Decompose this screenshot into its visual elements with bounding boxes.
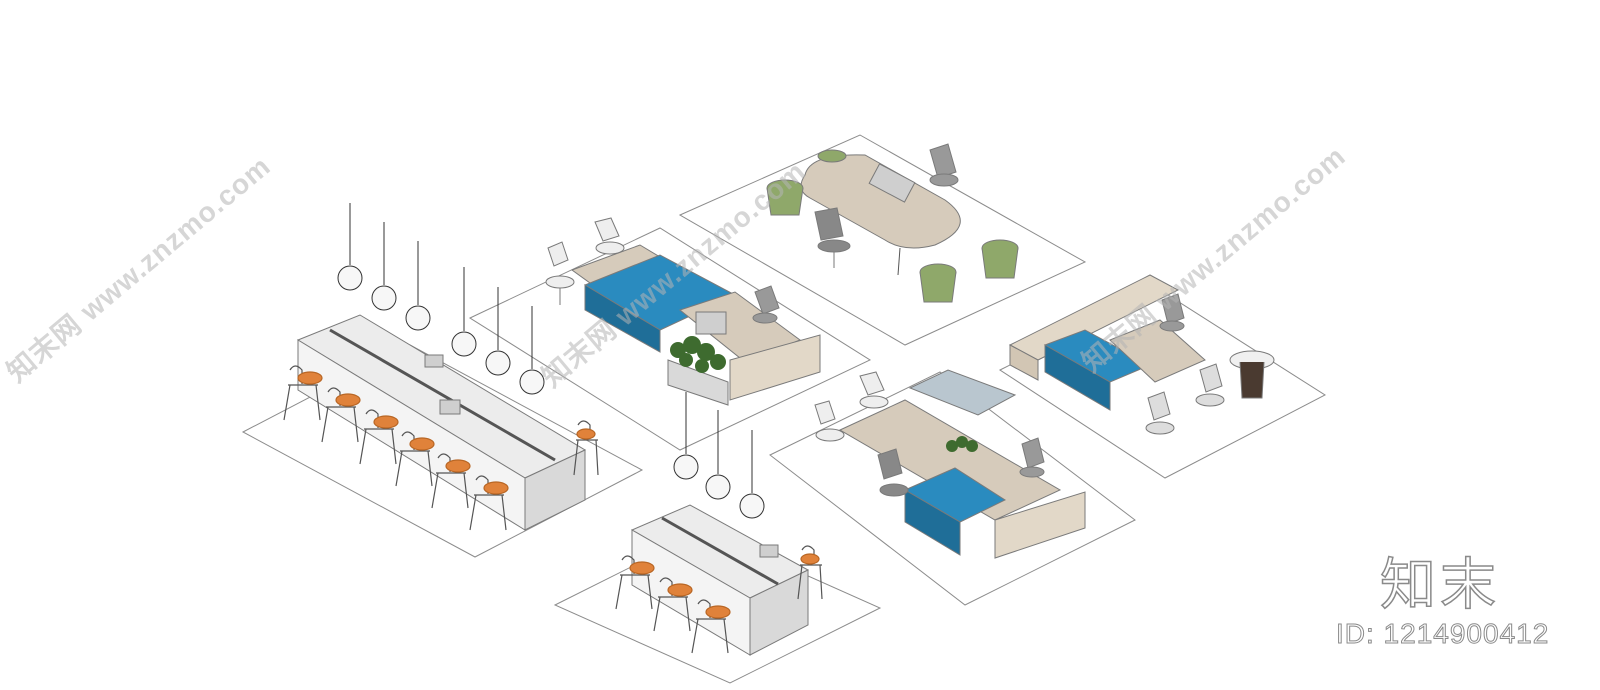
bar-stool (321, 387, 361, 443)
bar-stool (395, 431, 435, 487)
floor-zone-workstation-left (468, 227, 872, 451)
side-table (1229, 350, 1275, 399)
pendant-light (519, 306, 545, 395)
green-pouf (817, 149, 847, 163)
meeting-area (766, 143, 1019, 303)
green-pouf (766, 179, 804, 216)
sofa-booth-front (1044, 344, 1111, 411)
office-chair (929, 143, 959, 187)
office-chair (814, 207, 851, 268)
sofa-booth-front (904, 489, 961, 556)
workstation-right (1008, 274, 1275, 435)
sofa-booth-front (584, 284, 661, 353)
laptop (439, 399, 461, 415)
pendant-light (739, 430, 765, 519)
bar-stool (283, 365, 323, 421)
model-id: ID: 1214900412 (1335, 618, 1550, 650)
green-pouf (981, 239, 1019, 279)
bar-stool (615, 555, 655, 610)
pendant-light (371, 222, 397, 311)
bar-stools-left (283, 365, 599, 531)
plants (946, 436, 978, 452)
storage-cabinet (729, 334, 821, 401)
office-chair (1195, 363, 1225, 407)
power-rail (329, 328, 556, 462)
office-chair (545, 241, 575, 305)
laptop (424, 354, 444, 368)
pendant-light (705, 410, 731, 500)
office-chair (752, 285, 780, 324)
storage-cabinet (994, 491, 1086, 559)
bar-stool (573, 420, 599, 476)
pendant-lights (337, 203, 765, 519)
workstation-left (545, 217, 821, 406)
desk-top (1109, 319, 1206, 383)
office-chair (594, 217, 625, 255)
office-chair (859, 371, 889, 409)
canopy-glass (908, 369, 1017, 416)
floor-zone-meeting (678, 134, 1087, 346)
bar-stool (359, 409, 399, 465)
storage-cabinet-front (1009, 344, 1039, 381)
green-pouf (919, 263, 957, 303)
bar-stool (797, 545, 823, 600)
brand-logo-text: 知末 (1379, 552, 1500, 619)
planter (667, 359, 729, 406)
bar-stools-bottom (615, 545, 823, 654)
privacy-screen (868, 163, 916, 203)
bar-stool (653, 577, 693, 632)
bar-stool (691, 599, 731, 654)
bar-stool (469, 475, 509, 531)
pendant-light (337, 203, 363, 291)
office-chair (1019, 437, 1045, 478)
pendant-light (673, 392, 699, 480)
office-chair (814, 400, 845, 442)
pendant-light (485, 287, 511, 376)
workstation-center (814, 369, 1086, 559)
laptop (759, 544, 779, 558)
desk-top (678, 291, 802, 363)
privacy-screen (695, 311, 727, 335)
bar-table-bottom (630, 504, 810, 656)
plants (670, 336, 726, 373)
bar-table-left (296, 314, 587, 531)
pendant-light (405, 241, 431, 331)
office-chair (1159, 293, 1185, 332)
bar-table-end (749, 569, 809, 656)
power-rail (661, 516, 779, 586)
bar-table-end (524, 449, 586, 531)
office-chair (1145, 391, 1175, 435)
pendant-light (451, 267, 477, 357)
bar-stool (431, 453, 471, 509)
office-chair (877, 448, 909, 497)
